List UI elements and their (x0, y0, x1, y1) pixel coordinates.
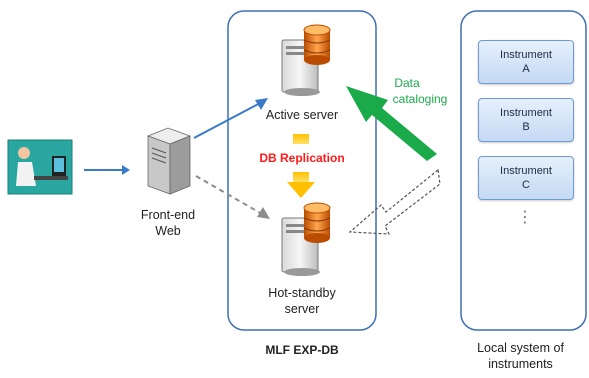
instrument-a-id: A (522, 63, 530, 75)
instrument-c-name: Instrument (500, 165, 552, 177)
replication-arrow (287, 134, 315, 198)
front-end-label-2: Web (155, 224, 181, 238)
front-end-server-icon (146, 127, 192, 195)
database-icon (303, 202, 331, 243)
replication-label: DB Replication (259, 151, 345, 165)
standby-cataloging-arrow (348, 168, 441, 235)
instrument-a-name: Instrument (500, 49, 552, 61)
instrument-c: Instrument C (478, 156, 574, 200)
standby-label-2: server (284, 302, 320, 316)
instrument-b-name: Instrument (500, 107, 552, 119)
database-icon (303, 24, 331, 65)
active-server-label: Active server (265, 108, 339, 122)
data-cataloging-arrow (346, 86, 437, 161)
instrument-b-id: B (522, 121, 530, 133)
web-to-standby-arrow (195, 175, 263, 215)
cataloging-label-1: Data (394, 76, 420, 90)
instrument-c-id: C (522, 179, 530, 191)
instrument-b: Instrument B (478, 98, 574, 142)
standby-label-1: Hot-standby (268, 286, 336, 300)
local-system-label-1: Local system of (477, 341, 564, 355)
cataloging-label-2: cataloging (392, 92, 448, 106)
local-system-label-2: instruments (488, 357, 553, 371)
web-to-active-arrow (193, 101, 263, 139)
user-at-computer-icon (7, 139, 73, 195)
front-end-label-1: Front-end (140, 208, 196, 222)
instrument-a: Instrument A (478, 40, 574, 84)
exp-db-title: MLF EXP-DB (265, 343, 339, 357)
more-instruments-ellipsis: ⋮ (517, 209, 533, 226)
exp-db-panel (227, 10, 377, 331)
